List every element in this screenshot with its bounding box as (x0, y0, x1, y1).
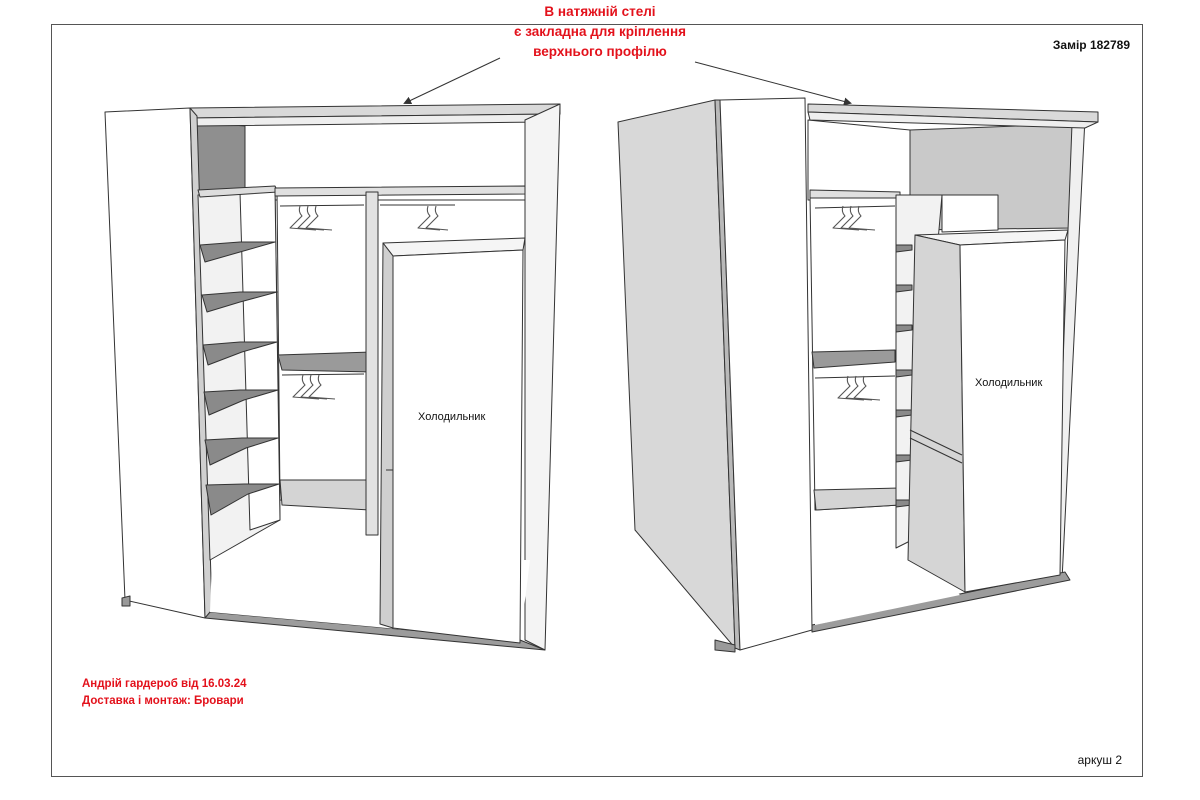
note-line-3: верхнього профілю (533, 44, 667, 59)
callout-arrow-left (403, 57, 501, 105)
order-info: Андрій гардероб від 16.03.24 Доставка і … (82, 676, 247, 710)
right-wardrobe-view (617, 97, 1099, 653)
note-line-1: В натяжній стелі (544, 4, 656, 19)
fridge-label-left: Холодильник (418, 411, 485, 423)
left-wardrobe-view (104, 103, 561, 651)
callout-arrow-right (694, 61, 852, 106)
note-line-2: є закладна для кріплення (513, 24, 686, 39)
sheet-number: аркуш 2 (1077, 753, 1122, 767)
order-line-1: Андрій гардероб від 16.03.24 (82, 678, 247, 690)
order-line-2: Доставка і монтаж: Бровари (82, 695, 244, 707)
ceiling-note: В натяжній стелі є закладна для кріпленн… (400, 2, 800, 62)
measurement-number: Замір 182789 (1052, 38, 1130, 52)
fridge-label-right: Холодильник (975, 377, 1042, 389)
